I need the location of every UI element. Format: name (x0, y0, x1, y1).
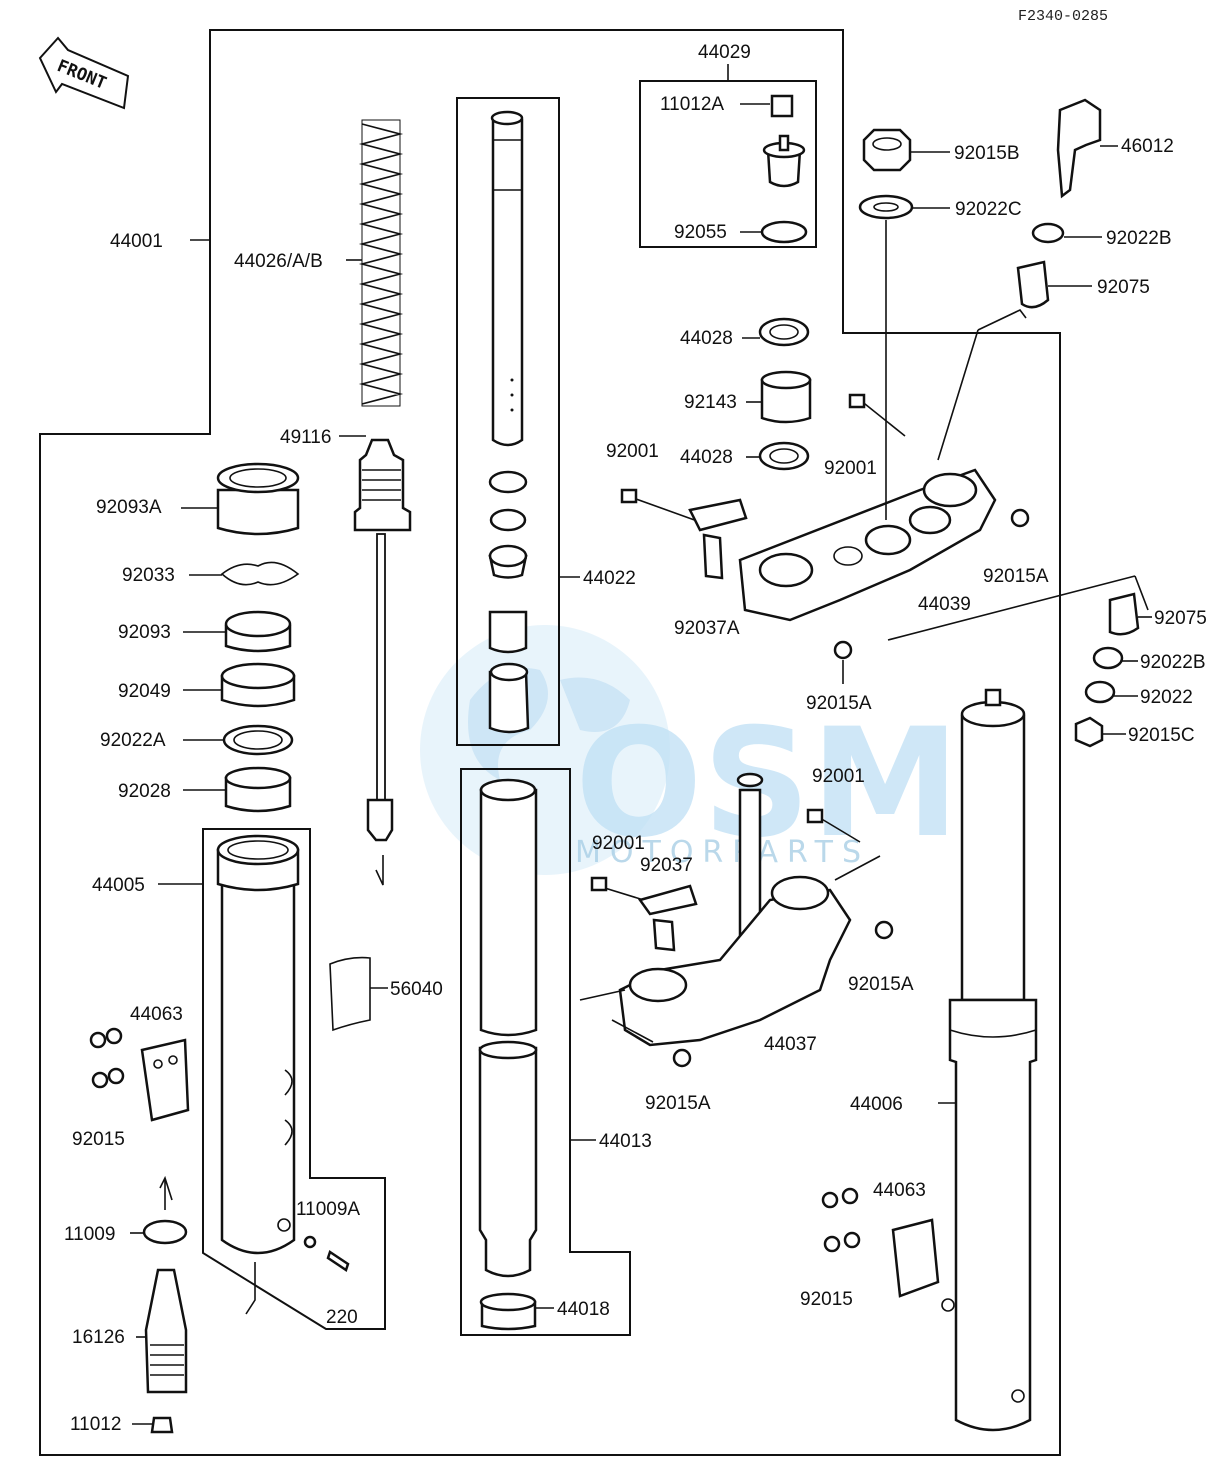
part-label: 56040 (390, 979, 443, 1000)
outer-tube-44006 (941, 688, 1038, 1432)
part-label: 92055 (674, 222, 727, 243)
upper-triple-clamp-44039 (620, 393, 1030, 660)
part-label: 92015 (800, 1289, 853, 1310)
part-label: 92015C (1128, 725, 1195, 746)
part-label: 92015 (72, 1129, 125, 1150)
fork-cap-44029 (760, 94, 808, 244)
part-label: 92075 (1154, 608, 1207, 629)
part-label: 11009 (64, 1224, 115, 1245)
part-label: 44013 (599, 1131, 652, 1152)
part-label: 44026/A/B (234, 251, 323, 272)
part-label: 92143 (684, 392, 737, 413)
part-label: 92093A (96, 497, 162, 518)
outer-tube-44005 (216, 834, 300, 1315)
part-label: 92001 (606, 441, 659, 462)
part-label: 92022 (1140, 687, 1193, 708)
part-labels: 44001 44026/A/B 49116 92093A 92033 92093… (64, 42, 1207, 1435)
front-arrow: FRONT (38, 36, 130, 110)
lower-triple-clamp-44037 (579, 772, 894, 1068)
assembly-outline-44001 (39, 29, 1061, 1456)
part-label: 92001 (592, 833, 645, 854)
part-label: 92022B (1106, 228, 1172, 249)
part-label: 11009A (296, 1199, 360, 1220)
part-label: 44006 (850, 1094, 903, 1115)
group-box-44022 (456, 97, 560, 746)
front-arrow-label: FRONT (54, 56, 109, 94)
inner-tube-44022 (488, 110, 530, 734)
part-label: 92028 (118, 781, 171, 802)
part-label: 220 (326, 1307, 358, 1328)
steering-stem-bearings (758, 317, 812, 471)
fork-guard-44063-left (89, 1027, 190, 1122)
part-label: 92033 (122, 565, 175, 586)
left-ring-stack (216, 462, 300, 813)
part-label: 92049 (118, 681, 171, 702)
part-label: 92037 (640, 855, 693, 876)
group-box-44005 (202, 828, 386, 1330)
part-label: 44018 (557, 1299, 610, 1320)
fork-guard-44063-right (821, 1187, 940, 1298)
part-label: 92075 (1097, 277, 1150, 298)
part-label: 44029 (698, 42, 751, 63)
part-label: 44001 (110, 231, 163, 252)
group-box-44013 (460, 768, 631, 1336)
part-label: 92015A (645, 1093, 711, 1114)
leader-lines (130, 64, 1152, 1425)
part-label: 92022A (100, 730, 166, 751)
watermark-sub: MOTORPARTS (575, 835, 870, 870)
part-label: 44005 (92, 875, 145, 896)
part-label: 16126 (72, 1327, 125, 1348)
part-label: 11012A (660, 94, 724, 115)
inner-tube-44013 (478, 778, 538, 1331)
part-label: 44037 (764, 1034, 817, 1055)
part-label: 44039 (918, 594, 971, 615)
part-label: 92015A (848, 974, 914, 995)
part-label: 44063 (130, 1004, 183, 1025)
part-label: 92022C (955, 199, 1022, 220)
part-label: 92093 (118, 622, 171, 643)
fork-spring-44026 (358, 119, 404, 407)
part-label: 44028 (680, 447, 733, 468)
part-label: 92037A (674, 618, 740, 639)
right-top-hardware (858, 98, 1149, 748)
part-label: 92022B (1140, 652, 1206, 673)
damper-rod-49116 (353, 438, 412, 886)
part-label: 92015A (806, 693, 872, 714)
part-label: 44028 (680, 328, 733, 349)
part-label: 44063 (873, 1180, 926, 1201)
part-label: 46012 (1121, 136, 1174, 157)
part-label: 11012 (70, 1414, 121, 1435)
watermark-main: OSM (575, 697, 960, 871)
part-label: 92015B (954, 143, 1020, 164)
part-label: 92001 (824, 458, 877, 479)
part-label: 44022 (583, 568, 636, 589)
sticker-56040 (329, 956, 371, 1032)
part-label: 92001 (812, 766, 865, 787)
part-label: 49116 (280, 427, 331, 448)
reference-code: F2340-0285 (1018, 8, 1108, 25)
drain-parts-left (142, 1175, 350, 1434)
part-label: 92015A (983, 566, 1049, 587)
